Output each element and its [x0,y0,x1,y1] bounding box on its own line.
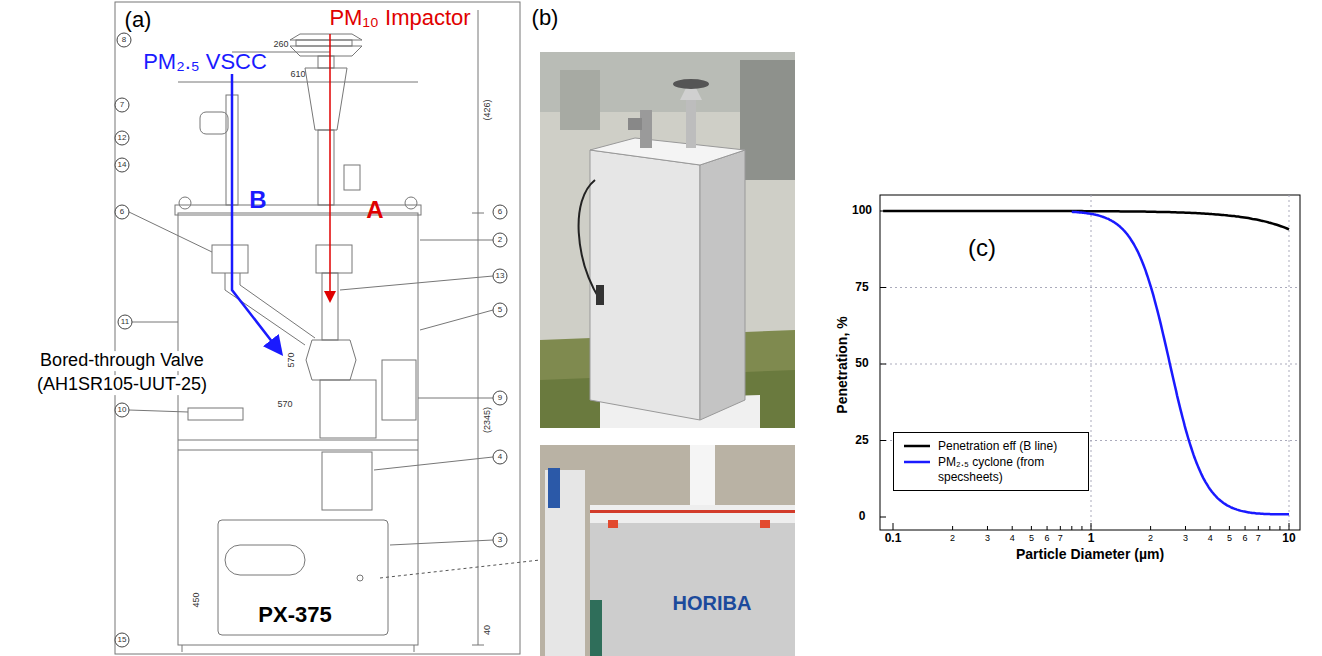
tick-label: 4 [1208,534,1213,544]
tick [880,364,886,365]
legend-text: Penetration eff (B line) [938,439,1057,453]
photo-instrument [540,445,795,656]
brand-text: HORIBA [673,592,752,614]
panel-letter: (c) [968,235,996,261]
tick [1245,526,1246,530]
tick-label: 1 [1088,532,1095,545]
flow-path-b [232,74,280,352]
grid-line [1289,195,1290,530]
callout-number: 3 [493,533,508,548]
tick-label: 0.1 [885,532,902,545]
tick-label: 5 [1029,534,1034,544]
panel-letter: (b) [532,6,559,30]
tick [1279,526,1280,530]
tick [1031,526,1032,530]
callout-number: 4 [493,450,508,465]
tick-label: 7 [1256,534,1261,544]
legend-sample [902,455,932,469]
callout-number: 11 [118,315,133,330]
tick [1091,523,1092,530]
dimension: 450 [192,592,202,607]
tick-label: 10 [1282,532,1295,545]
dimension: (2345) [483,407,493,433]
axis-title: Particle Diameter (µm) [1016,547,1164,562]
tick-label: 6 [1045,534,1050,544]
tick-label: 3 [1183,534,1188,544]
tick-label: 3 [985,534,990,544]
tick [1071,526,1072,530]
dimension: 570 [287,352,297,367]
tick-label: 2 [950,534,955,544]
tick-label: 6 [1243,534,1248,544]
inlet-label: PM₂.₅ VSCC [143,50,267,74]
tick [952,526,953,530]
callout-number: 10 [115,403,130,418]
tick [880,517,886,518]
tick [1289,523,1290,530]
tick [1229,526,1230,530]
tick [1081,526,1082,530]
flow-path-a [329,34,331,300]
tick [893,523,894,530]
tick-label: 0 [859,510,866,523]
tick-label: 2 [1148,534,1153,544]
grid-line [880,287,1300,288]
tick-label: 4 [1010,534,1015,544]
callout-number: 15 [115,633,130,648]
axis-title: Penetration, % [835,316,850,413]
tick [880,440,886,441]
tick [1258,526,1259,530]
tick-label: 5 [1227,534,1232,544]
callout-number: 7 [115,98,130,113]
legend: Penetration eff (B line) PM₂.₅ cyclone (f… [893,432,1089,491]
panel-letter: (a) [125,8,152,32]
tick-label: 50 [855,357,868,370]
line-letter: A [366,197,383,223]
tick-label: 100 [852,204,872,217]
dimension: 260 [273,40,288,50]
tick [1150,526,1151,530]
dimension: 570 [277,400,292,410]
tick [1269,526,1270,530]
tick [1012,526,1013,530]
dimension: (426) [483,99,493,120]
tick [1047,526,1048,530]
leader-line [380,560,540,578]
tick-label: 25 [855,434,868,447]
chart [880,195,1300,530]
tick-label: 75 [855,281,868,294]
callout-number: 13 [493,269,508,284]
tick [1060,526,1061,530]
cyclone-curve [1072,212,1289,515]
legend-row: Penetration eff (B line) [902,439,1080,453]
line-letter: B [249,187,266,213]
photo-outdoor [540,52,795,428]
callout-number: 2 [493,233,508,248]
technical-drawing [115,2,520,654]
callout-number: 8 [117,33,132,48]
callout-number: 5 [493,303,508,318]
callout-number: 6 [493,205,508,220]
legend-text: PM₂.₅ cyclone (from specsheets) [938,455,1080,484]
part-label: PX-375 [258,603,331,627]
tick [880,287,886,288]
plot-frame [880,195,1300,530]
tick-label: 7 [1058,534,1063,544]
grid-line [1091,195,1092,530]
tick [1185,526,1186,530]
grid-line [880,364,1300,365]
dimension: 610 [290,70,305,80]
inlet-label: PM₁₀ Impactor [329,6,470,30]
part-number: (AH1SR105-UUT-25) [35,375,209,395]
callout-number: 9 [493,391,508,406]
legend-row: PM₂.₅ cyclone (from specsheets) [902,455,1080,484]
callout-number: 14 [115,158,130,173]
tick [987,526,988,530]
dimension: 40 [483,625,493,635]
callout-number: 6 [115,205,130,220]
part-label: Bored-through Valve [38,351,206,371]
legend-sample [902,439,932,453]
callout-number: 12 [115,131,130,146]
tick [1210,526,1211,530]
